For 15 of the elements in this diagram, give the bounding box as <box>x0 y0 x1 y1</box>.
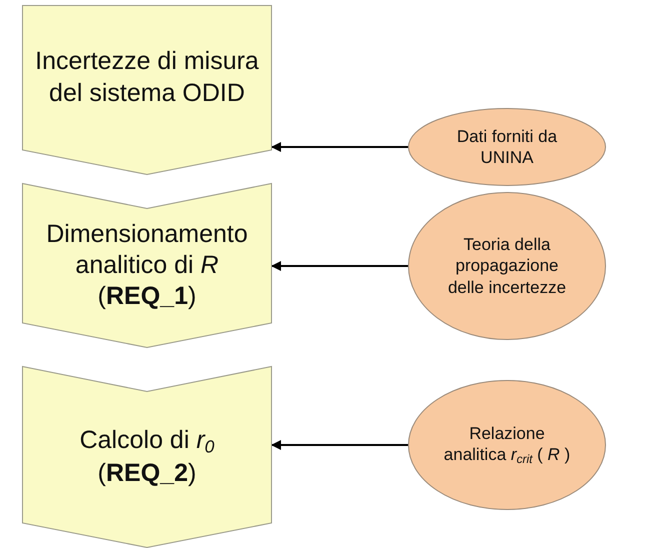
source-ellipse <box>408 108 606 186</box>
arrow <box>271 440 408 450</box>
arrow <box>271 261 408 271</box>
chevron-step <box>22 183 272 348</box>
chevron-step <box>22 5 272 175</box>
source-text: Dati forniti da UNINA <box>456 126 558 168</box>
step-text: Dimensionamento analitico di R (REQ_1) <box>45 218 249 312</box>
source-ellipse <box>408 192 606 340</box>
chevron-step <box>22 366 272 548</box>
source-text: Relazione analitica r$_{crit}$ ( R ) <box>442 422 572 468</box>
arrow <box>271 142 408 152</box>
step-text: Calcolo di r$_{0}$ (REQ_2) <box>78 424 216 489</box>
source-ellipse <box>408 380 606 510</box>
step-text: Incertezze di misura del sistema ODID <box>34 46 260 108</box>
source-text: Teoria della propagazione delle incertezze <box>446 234 568 298</box>
